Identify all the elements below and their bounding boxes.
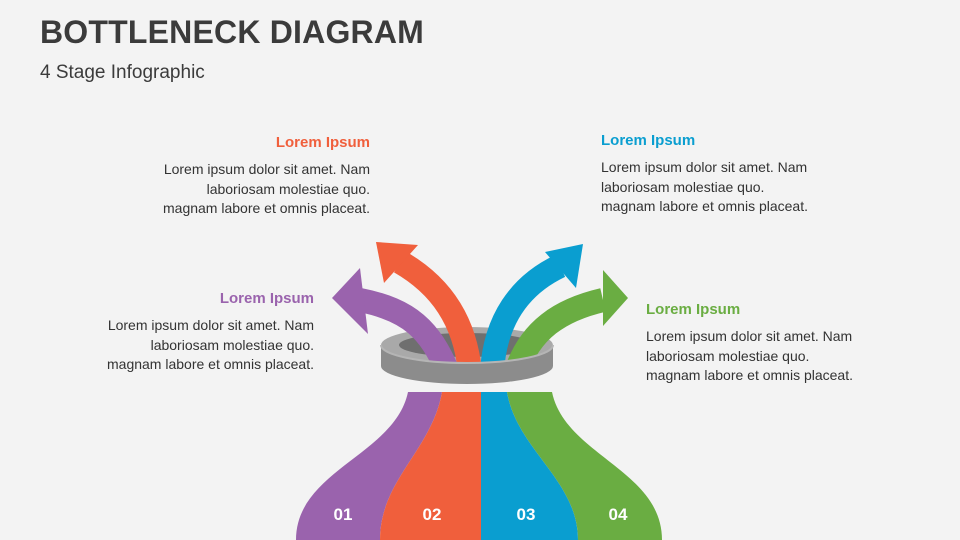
stage-number-03: 03	[517, 505, 536, 524]
stage-body-01: Lorem ipsum dolor sit amet. Nam laborios…	[14, 316, 314, 375]
stage-body-04: Lorem ipsum dolor sit amet. Nam laborios…	[646, 327, 946, 386]
stage-heading-04: Lorem Ipsum	[646, 301, 946, 318]
stage-text-04: Lorem Ipsum Lorem ipsum dolor sit amet. …	[646, 301, 946, 386]
stage-text-01: Lorem Ipsum Lorem ipsum dolor sit amet. …	[14, 290, 314, 375]
stage-number-01: 01	[334, 505, 353, 524]
stage-body-02: Lorem ipsum dolor sit amet. Nam laborios…	[70, 160, 370, 219]
stage-number-04: 04	[609, 505, 628, 524]
stage-text-02: Lorem Ipsum Lorem ipsum dolor sit amet. …	[70, 134, 370, 219]
stage-text-03: Lorem Ipsum Lorem ipsum dolor sit amet. …	[601, 132, 901, 217]
stage-number-02: 02	[423, 505, 442, 524]
stage-body-03: Lorem ipsum dolor sit amet. Nam laborios…	[601, 158, 901, 217]
stage-heading-03: Lorem Ipsum	[601, 132, 901, 149]
stage-heading-02: Lorem Ipsum	[70, 134, 370, 151]
stage-heading-01: Lorem Ipsum	[14, 290, 314, 307]
